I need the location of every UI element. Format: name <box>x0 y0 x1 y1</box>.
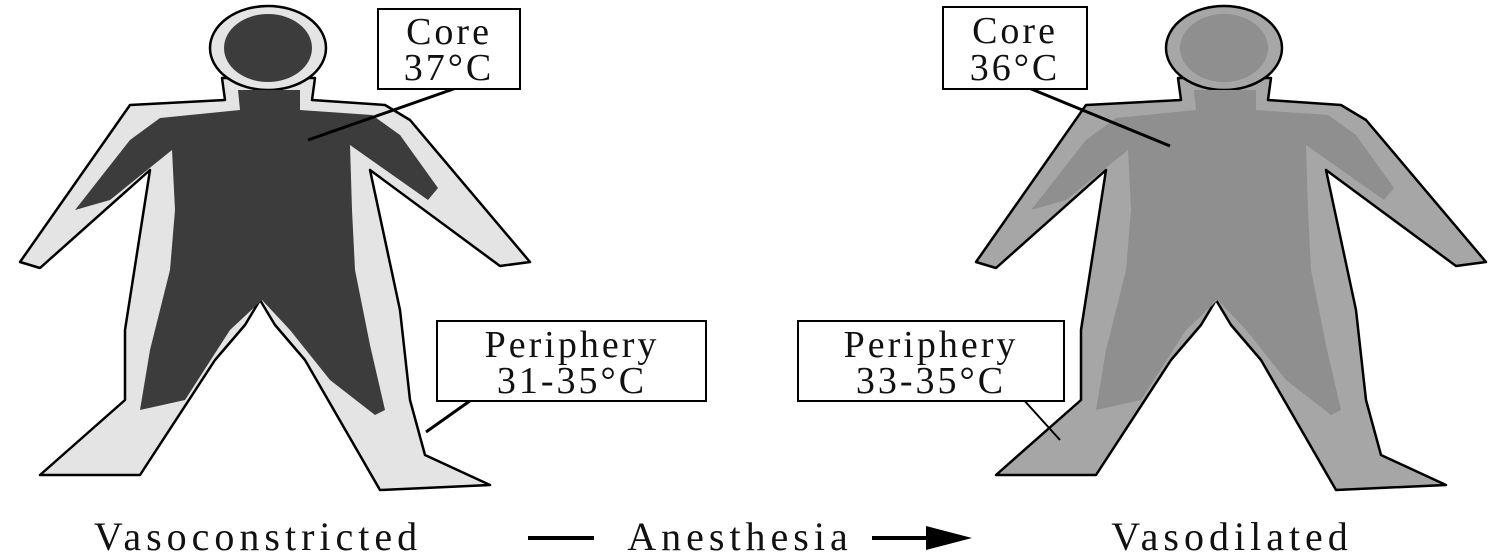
right-core-temp: 36°C <box>970 47 1061 89</box>
transition-label: Anesthesia <box>627 514 853 555</box>
right-head-core <box>1180 14 1268 82</box>
left-core-leader-line <box>307 84 463 142</box>
left-caption: Vasoconstricted <box>94 514 422 555</box>
left-head-core <box>224 14 312 82</box>
left-periphery-label-box: Periphery 31-35°C <box>436 320 707 402</box>
right-caption: Vasodilated <box>1111 514 1353 555</box>
left-periphery-leader-line <box>425 396 475 434</box>
left-core-temp: 37°C <box>404 47 495 89</box>
right-periphery-leader-line <box>1021 397 1061 441</box>
left-periphery-label: Periphery <box>485 324 660 366</box>
left-core-label: Core <box>406 11 492 53</box>
right-periphery-label: Periphery <box>844 324 1019 366</box>
right-periphery-label-box: Periphery 33-35°C <box>797 320 1065 402</box>
right-core-label: Core <box>972 10 1058 52</box>
right-core-label-box: Core 36°C <box>942 6 1088 90</box>
right-periphery-temp: 33-35°C <box>856 360 1006 402</box>
arrow-head-icon <box>926 526 972 550</box>
left-periphery-temp: 31-35°C <box>497 360 647 402</box>
right-core-leader-line <box>1023 84 1171 148</box>
left-core-label-box: Core 37°C <box>377 8 521 90</box>
